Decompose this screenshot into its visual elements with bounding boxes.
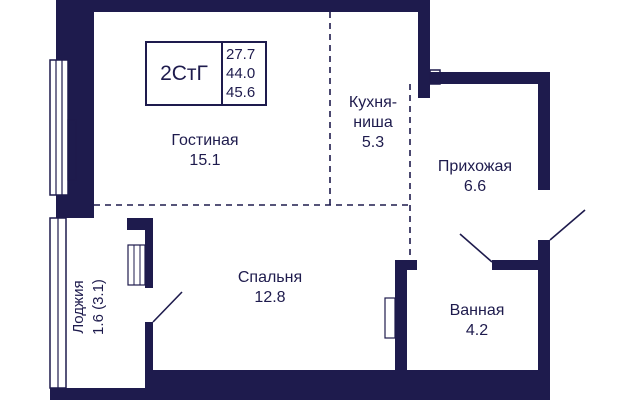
wall-left-living-inner [68, 12, 94, 218]
room-living-area: 15.1 [189, 152, 221, 169]
apartment-areas: 27.7 44.0 45.6 [226, 45, 255, 102]
wall-left-mid [56, 195, 94, 218]
room-kitchen-label: Кухня- ниша 5.3 [330, 93, 416, 153]
wall-bottom-fill [153, 370, 403, 382]
wall-kitchen-top-right [418, 72, 550, 84]
apartment-type: 2СтГ [147, 43, 223, 104]
bath-vent [384, 297, 396, 339]
room-bedroom-name: Спальня [237, 269, 303, 286]
wall-right-upper [538, 72, 550, 190]
bath-door-swing [459, 233, 493, 263]
room-living-name: Гостиная [171, 132, 239, 149]
room-living-label: Гостиная 15.1 [155, 131, 255, 171]
room-kitchen-name-1: Кухня- [348, 94, 398, 111]
room-bedroom-area: 12.8 [254, 289, 286, 306]
room-bathroom-area: 4.2 [465, 322, 489, 339]
wall-loggia-right-post [145, 218, 153, 288]
room-loggia-label: Лоджия 1.6 (3.1) [69, 237, 109, 377]
window-living-frame [49, 59, 69, 196]
wall-kitchen-block [418, 72, 430, 98]
wall-bath-top-right [492, 260, 550, 270]
wall-top-right-step [418, 0, 430, 72]
area-total: 44.0 [226, 65, 256, 82]
apartment-badge: 2СтГ 27.7 44.0 45.6 [145, 41, 267, 106]
room-kitchen-area: 5.3 [361, 134, 385, 151]
room-bathroom-label: Ванная 4.2 [430, 301, 524, 341]
wall-loggia-bottom [50, 388, 160, 400]
room-bathroom-name: Ванная [449, 302, 505, 319]
wall-bath-left [395, 260, 407, 370]
room-hallway-name: Прихожая [437, 158, 513, 175]
wall-top [68, 0, 430, 12]
wall-bath-top-left [395, 260, 417, 270]
loggia-window-right [127, 244, 146, 286]
room-kitchen-name-2: ниша [353, 114, 393, 131]
room-loggia-name: Лоджия [70, 280, 87, 334]
area-with-loggia: 45.6 [226, 84, 256, 101]
room-hallway-label: Прихожая 6.6 [420, 157, 530, 197]
room-bedroom-label: Спальня 12.8 [225, 268, 315, 308]
loggia-door-swing [152, 291, 183, 323]
area-living: 27.7 [226, 46, 256, 63]
wall-loggia-door-post [145, 322, 153, 388]
room-loggia-area: 1.6 (3.1) [90, 279, 107, 335]
window-living-right-frame [67, 119, 77, 181]
wall-right-lower [538, 240, 550, 400]
wall-left-top [56, 0, 68, 60]
wall-kitchen-inner-box [429, 69, 441, 85]
room-hallway-area: 6.6 [463, 178, 487, 195]
entrance-door-swing [549, 209, 586, 241]
